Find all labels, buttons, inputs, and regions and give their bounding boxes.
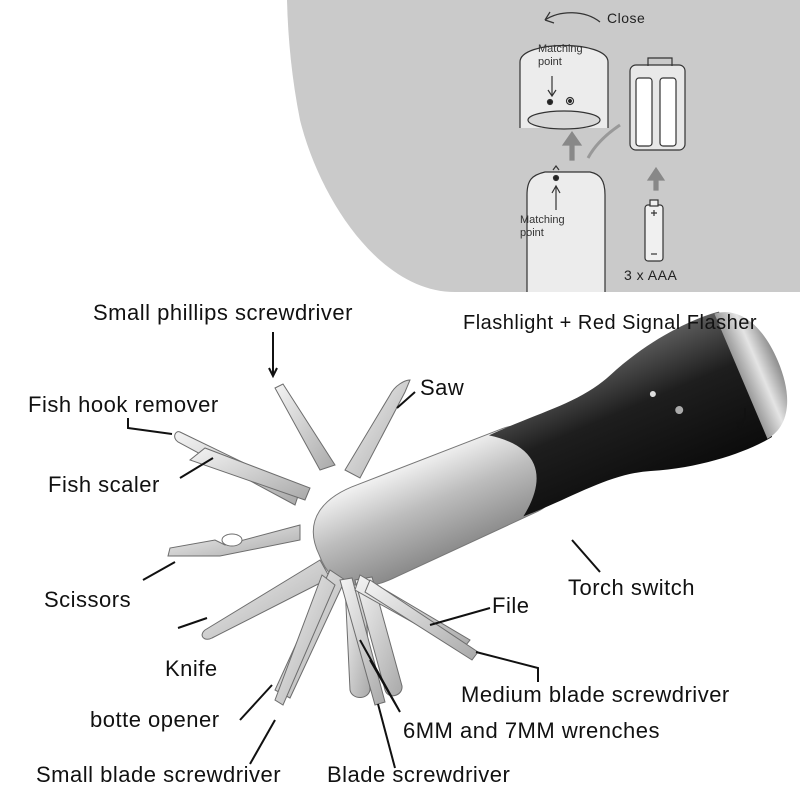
wrench-blade-2 (354, 576, 403, 697)
battery-instructions (519, 11, 686, 292)
knife-blade (201, 559, 331, 640)
multitool-body (312, 311, 788, 588)
battery-count-label: 3 x AAA (624, 267, 678, 283)
insert-arrow-icon (561, 130, 583, 161)
blade-screwdriver-blade (339, 577, 386, 706)
small-phillips-blade (274, 383, 336, 471)
scissors-blade (167, 524, 301, 557)
file-label: File (492, 593, 530, 618)
knife-label: Knife (165, 656, 218, 681)
bottle-opener-label: botte opener (90, 707, 220, 732)
body-outline (526, 171, 606, 292)
small-blade-label: Small blade screwdriver (36, 762, 282, 787)
callout-lines (127, 332, 746, 769)
matching-point-bottom-label: Matching point (520, 214, 565, 239)
medium-blade-label: Medium blade screwdriver (461, 682, 730, 707)
medium-blade-blade (364, 579, 479, 661)
saw-label: Saw (420, 375, 465, 400)
close-arrow-icon (544, 12, 601, 23)
arrow-heads (736, 422, 744, 430)
fish-scaler-blade (188, 447, 311, 501)
small-phillips-label: Small phillips screwdriver (93, 300, 353, 325)
wrenches-label: 6MM and 7MM wrenches (403, 718, 660, 743)
saw-blade (344, 379, 411, 479)
matching-point-top-label: Matching point (538, 43, 583, 68)
small-blade-blade (274, 574, 336, 706)
cap-outline (519, 44, 609, 128)
tools-fan (167, 379, 479, 706)
fish-hook-remover-label: Fish hook remover (28, 392, 219, 417)
torch-switch-label: Torch switch (568, 575, 696, 600)
close-label: Close (607, 10, 646, 26)
flashlight-label: Flashlight + Red Signal Flasher (463, 312, 757, 334)
end-cap (714, 312, 788, 439)
scissors-label: Scissors (44, 587, 132, 612)
dark-barrel (489, 311, 773, 517)
blade-label: Blade screwdriver (327, 762, 511, 787)
fish-scaler-label: Fish scaler (48, 472, 160, 497)
